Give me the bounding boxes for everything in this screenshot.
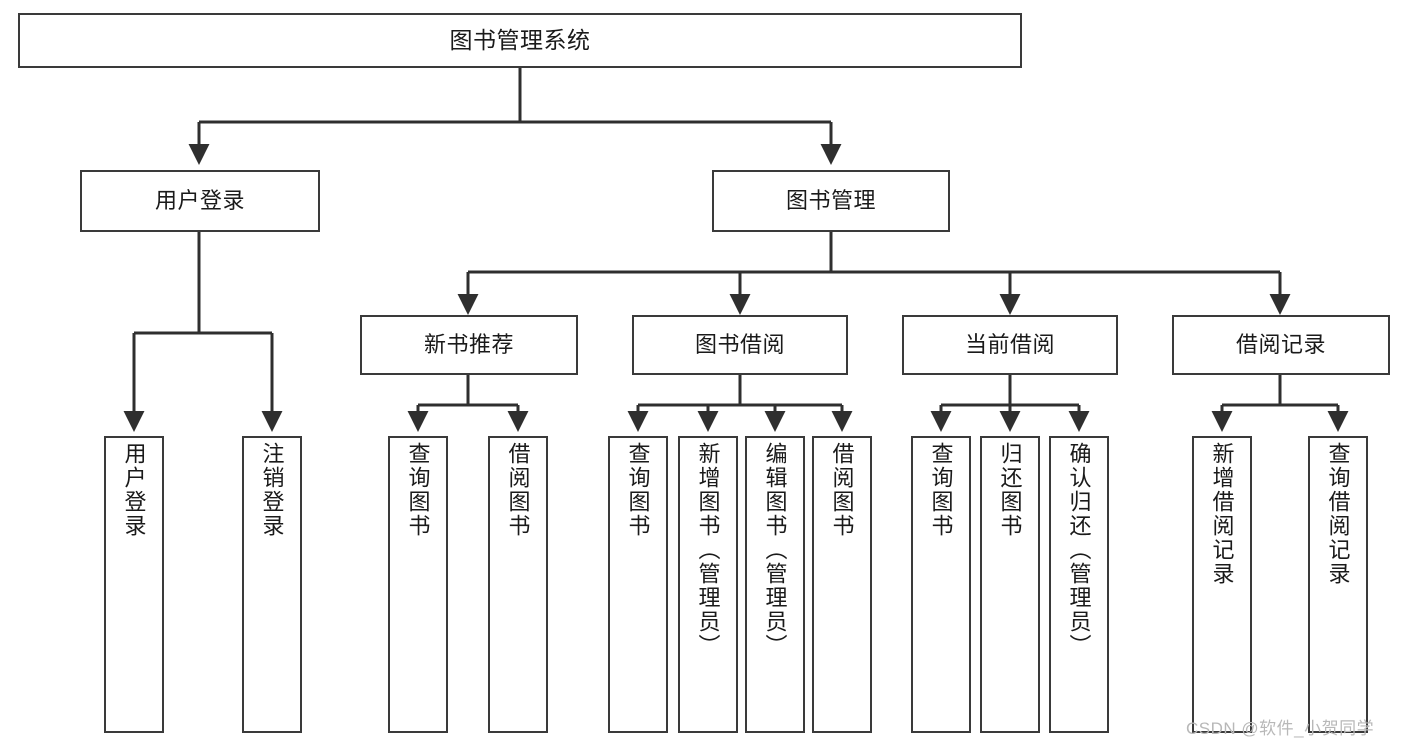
node-label: 查询图书	[928, 442, 954, 538]
node-label: 当前借阅	[964, 332, 1055, 358]
node-label: 图书借阅	[694, 332, 785, 358]
node-label: 查询图书	[625, 442, 651, 538]
node-label: 确认归还（管理员）	[1066, 442, 1092, 658]
node-leaf-add-book-admin[interactable]: 新增图书（管理员）	[678, 436, 738, 733]
node-label: 查询借阅记录	[1325, 442, 1351, 586]
node-label: 图书管理	[785, 188, 876, 214]
node-label: 借阅图书	[505, 442, 531, 538]
node-leaf-logout[interactable]: 注销登录	[242, 436, 302, 733]
node-label: 编辑图书（管理员）	[762, 442, 788, 658]
node-label: 借阅记录	[1235, 332, 1326, 358]
node-leaf-query-book-borrow[interactable]: 查询图书	[608, 436, 668, 733]
node-leaf-query-book-current[interactable]: 查询图书	[911, 436, 971, 733]
node-label: 查询图书	[405, 442, 431, 538]
node-leaf-return-book[interactable]: 归还图书	[980, 436, 1040, 733]
node-label: 用户登录	[121, 442, 147, 538]
node-label: 归还图书	[997, 442, 1023, 538]
node-label: 图书管理系统	[449, 26, 591, 53]
node-leaf-query-borrow-record[interactable]: 查询借阅记录	[1308, 436, 1368, 733]
node-label: 借阅图书	[829, 442, 855, 538]
node-leaf-user-login[interactable]: 用户登录	[104, 436, 164, 733]
node-book-borrow[interactable]: 图书借阅	[632, 315, 848, 375]
node-label: 新增借阅记录	[1209, 442, 1235, 586]
node-user-login[interactable]: 用户登录	[80, 170, 320, 232]
node-leaf-borrow-book[interactable]: 借阅图书	[812, 436, 872, 733]
node-leaf-edit-book-admin[interactable]: 编辑图书（管理员）	[745, 436, 805, 733]
node-label: 新增图书（管理员）	[695, 442, 721, 658]
node-label: 注销登录	[259, 442, 285, 538]
node-borrow-record[interactable]: 借阅记录	[1172, 315, 1390, 375]
node-leaf-confirm-return-admin[interactable]: 确认归还（管理员）	[1049, 436, 1109, 733]
node-current-borrow[interactable]: 当前借阅	[902, 315, 1118, 375]
node-leaf-borrow-book-recommend[interactable]: 借阅图书	[488, 436, 548, 733]
node-book-management[interactable]: 图书管理	[712, 170, 950, 232]
node-leaf-add-borrow-record[interactable]: 新增借阅记录	[1192, 436, 1252, 733]
node-new-book-recommend[interactable]: 新书推荐	[360, 315, 578, 375]
watermark: CSDN @软件_小贺同学	[1186, 719, 1375, 738]
node-label: 新书推荐	[423, 332, 514, 358]
node-label: 用户登录	[154, 188, 245, 214]
node-root-book-management-system[interactable]: 图书管理系统	[18, 13, 1022, 68]
node-leaf-query-book-recommend[interactable]: 查询图书	[388, 436, 448, 733]
